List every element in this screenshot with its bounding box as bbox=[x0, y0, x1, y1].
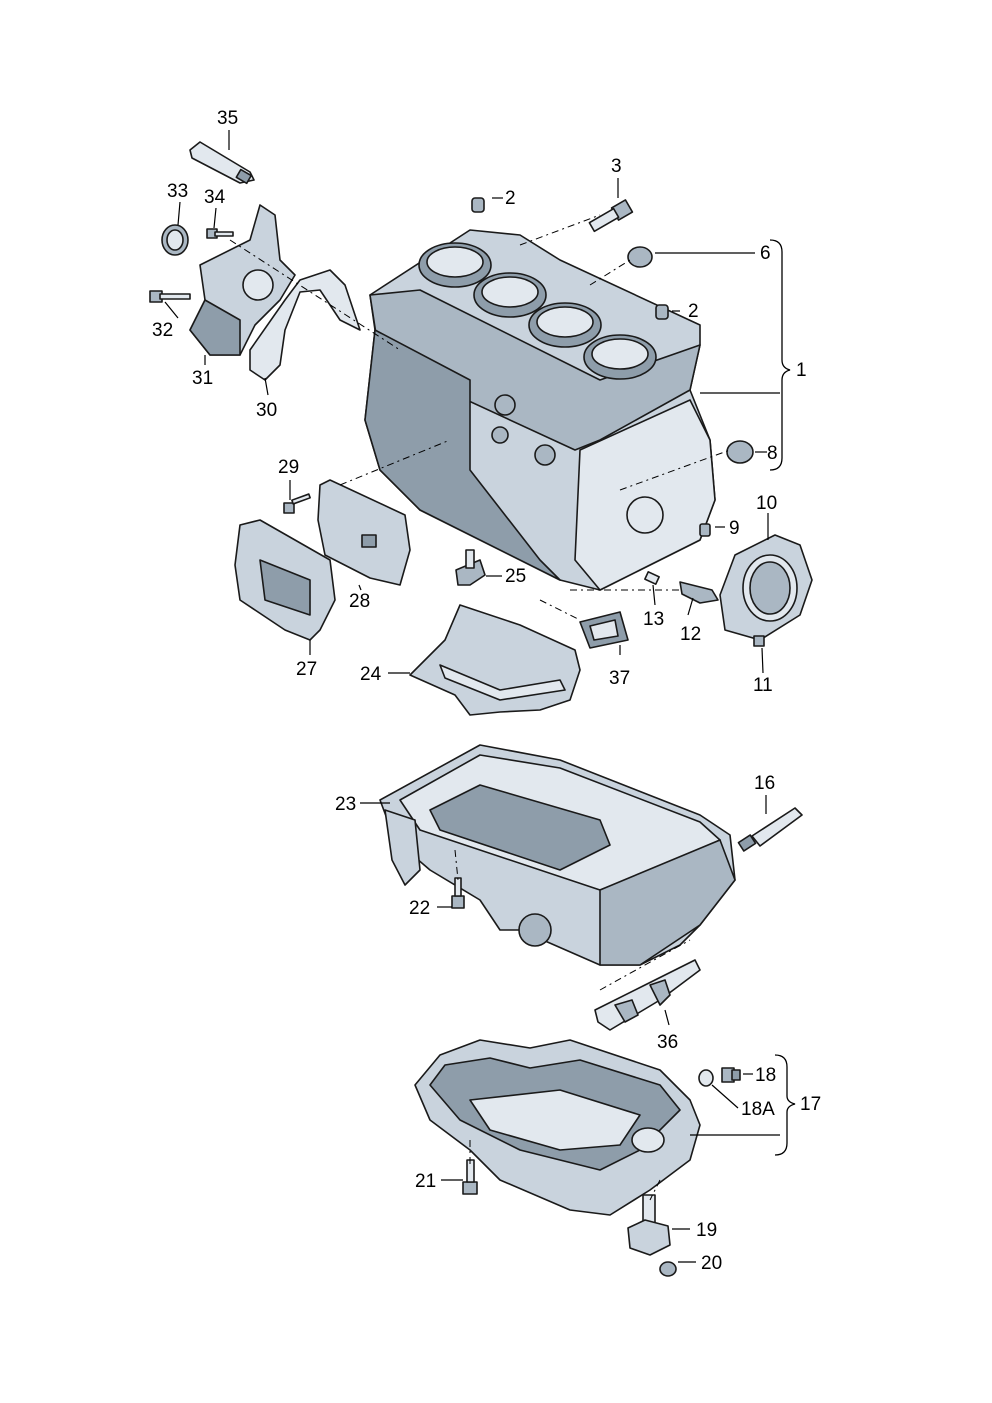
plug-8 bbox=[726, 440, 754, 464]
upper-oil-pan-23 bbox=[379, 744, 736, 966]
plug-18 bbox=[721, 1067, 741, 1083]
label-23: 23 bbox=[335, 794, 356, 815]
plug-6 bbox=[627, 246, 653, 268]
seal-ring-33 bbox=[161, 224, 189, 256]
label-35: 35 bbox=[217, 108, 238, 129]
brace-group-1 bbox=[769, 239, 791, 471]
label-34: 34 bbox=[204, 187, 226, 208]
label-8: 8 bbox=[767, 443, 778, 464]
tube-35 bbox=[189, 141, 255, 185]
label-18a: 18A bbox=[741, 1099, 775, 1120]
part-labels: 35 33 34 32 31 30 2 3 6 2 1 8 10 9 29 25… bbox=[152, 108, 821, 1274]
leader-lines bbox=[164, 130, 780, 1263]
label-29: 29 bbox=[278, 457, 299, 478]
label-24: 24 bbox=[360, 664, 382, 685]
label-6: 6 bbox=[760, 243, 771, 264]
label-32: 32 bbox=[152, 320, 173, 341]
label-13: 13 bbox=[643, 609, 664, 630]
label-28: 28 bbox=[349, 591, 370, 612]
bolt-11 bbox=[753, 635, 765, 647]
label-1: 1 bbox=[796, 360, 807, 381]
dowel-2-right bbox=[655, 304, 669, 320]
label-21: 21 bbox=[415, 1171, 436, 1192]
gasket-30 bbox=[249, 269, 361, 381]
tube-16 bbox=[737, 807, 803, 852]
sensor-19 bbox=[627, 1194, 671, 1256]
housing-31 bbox=[189, 204, 296, 356]
label-31: 31 bbox=[192, 368, 213, 389]
bolt-34 bbox=[206, 228, 234, 239]
pin-13 bbox=[644, 571, 660, 585]
label-3: 3 bbox=[611, 156, 622, 177]
cover-28 bbox=[317, 479, 411, 586]
seal-37 bbox=[579, 611, 629, 649]
brace-group-17 bbox=[774, 1054, 796, 1156]
bolt-29 bbox=[283, 493, 311, 514]
label-37: 37 bbox=[609, 668, 630, 689]
label-9: 9 bbox=[729, 518, 740, 539]
pin-9 bbox=[699, 523, 711, 537]
label-11: 11 bbox=[753, 675, 773, 696]
label-10: 10 bbox=[756, 493, 777, 514]
label-25: 25 bbox=[505, 566, 526, 587]
seal-18a bbox=[698, 1069, 714, 1087]
cylinder-block bbox=[364, 229, 716, 591]
seal-flange-10 bbox=[719, 534, 813, 641]
bolt-32 bbox=[149, 290, 191, 303]
label-27: 27 bbox=[296, 659, 317, 680]
label-19: 19 bbox=[696, 1220, 717, 1241]
baffle-24 bbox=[409, 604, 581, 716]
jet-25 bbox=[455, 549, 486, 586]
label-36: 36 bbox=[657, 1032, 678, 1053]
label-17: 17 bbox=[800, 1094, 821, 1115]
seal-20 bbox=[659, 1261, 677, 1277]
label-16: 16 bbox=[754, 773, 775, 794]
sensor-12 bbox=[679, 581, 719, 604]
lower-oil-pan-17 bbox=[414, 1039, 701, 1216]
label-2-right: 2 bbox=[688, 301, 699, 322]
dashed-alignment-lines bbox=[229, 214, 731, 1201]
label-22: 22 bbox=[409, 898, 430, 919]
dowel-2-top bbox=[471, 197, 485, 213]
label-2-top: 2 bbox=[505, 188, 516, 209]
label-12: 12 bbox=[680, 624, 701, 645]
bolt-3 bbox=[588, 199, 634, 233]
label-20: 20 bbox=[701, 1253, 722, 1274]
label-33: 33 bbox=[167, 181, 188, 202]
baffles-36 bbox=[594, 959, 701, 1031]
bolt-21 bbox=[462, 1159, 478, 1195]
label-30: 30 bbox=[256, 400, 277, 421]
heat-shield-27 bbox=[234, 519, 336, 641]
label-18: 18 bbox=[755, 1065, 776, 1086]
